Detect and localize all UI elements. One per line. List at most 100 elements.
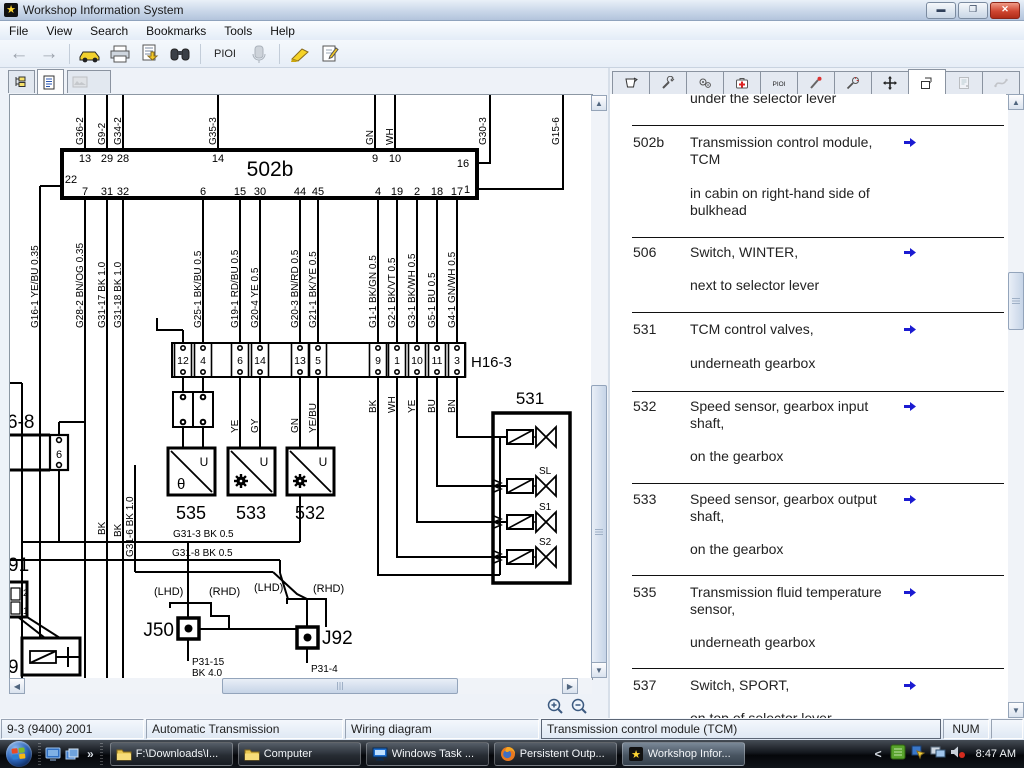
- task-button-workshop-information-system[interactable]: ★Workshop Infor...: [622, 742, 745, 766]
- menu-item-view[interactable]: View: [37, 23, 81, 39]
- tab-document-view[interactable]: [37, 69, 64, 94]
- tool-tab-test-lamp[interactable]: [797, 71, 835, 94]
- svg-text:★: ★: [631, 749, 641, 761]
- pioi-button[interactable]: PIOI: [208, 42, 242, 66]
- test-lamp-icon: [809, 76, 823, 90]
- wire-label: G34-2: [113, 117, 124, 145]
- gear-symbol: [293, 474, 307, 488]
- goto-diagram-arrow[interactable]: [904, 323, 917, 335]
- search-binoculars-icon: [170, 45, 190, 62]
- tool-tab-document-info[interactable]: [945, 71, 983, 94]
- component-number: 502b: [633, 134, 683, 150]
- vehicle-icon: [78, 45, 102, 63]
- u-symbol: U: [200, 455, 209, 469]
- wiring-diagram-viewport[interactable]: 502b H16-3 531 535 533 532 U U U θ SL S1…: [9, 94, 593, 680]
- tab-tree-view[interactable]: [8, 70, 35, 93]
- list-vertical-scrollbar[interactable]: ▲ ▼: [1008, 94, 1024, 718]
- network-icon[interactable]: [930, 744, 946, 760]
- restore-button[interactable]: ❐: [958, 2, 988, 19]
- wire-label: G3-1 BK/WH 0.5: [407, 253, 418, 328]
- scroll-thumb[interactable]: [591, 385, 607, 678]
- forward-button[interactable]: →: [36, 42, 62, 66]
- quick-launch-overflow[interactable]: »: [83, 747, 98, 761]
- scroll-up-button[interactable]: ▲: [591, 95, 607, 111]
- search-button[interactable]: [167, 42, 193, 66]
- task-button-folder[interactable]: Computer: [238, 742, 361, 766]
- wire-label: G20-4 YE 0.5: [250, 267, 261, 328]
- u-symbol: U: [260, 455, 269, 469]
- scroll-up-button[interactable]: ▲: [1008, 94, 1024, 110]
- component-list[interactable]: under the selector lever 502bTransmissio…: [610, 94, 1006, 718]
- scroll-thumb[interactable]: [222, 678, 458, 694]
- tool-tab-first-aid-kit[interactable]: [723, 71, 761, 94]
- wiring-diagram: 502b H16-3 531 535 533 532 U U U θ SL S1…: [10, 95, 591, 678]
- goto-diagram-arrow[interactable]: [904, 586, 917, 598]
- print-button[interactable]: [107, 42, 133, 66]
- connector-6-8-label: 6-8: [10, 412, 34, 433]
- blue-arrow-icon: [904, 680, 917, 692]
- goto-diagram-arrow[interactable]: [904, 493, 917, 505]
- clock[interactable]: 8:47 AM: [976, 748, 1016, 760]
- scroll-thumb[interactable]: [1008, 272, 1024, 330]
- diagram-vertical-scrollbar[interactable]: ▲ ▼: [591, 95, 607, 678]
- hidden-icons-chevron[interactable]: <: [871, 747, 886, 761]
- dictaphone-button[interactable]: [246, 42, 272, 66]
- scroll-left-button[interactable]: ◀: [9, 678, 25, 694]
- scroll-down-button[interactable]: ▼: [1008, 702, 1024, 718]
- task-button-task-manager[interactable]: Windows Task ...: [366, 742, 489, 766]
- menu-item-bookmarks[interactable]: Bookmarks: [137, 23, 215, 39]
- tool-tab-component-location[interactable]: [908, 69, 946, 96]
- connector-cell: 1: [394, 355, 400, 367]
- tool-tab-move[interactable]: [871, 71, 909, 94]
- connector-cell: 6: [237, 355, 243, 367]
- wire-label: YE/BU: [308, 403, 319, 433]
- gear-symbol: [234, 474, 248, 488]
- tool-tab-harness[interactable]: [982, 71, 1020, 94]
- bk-4-0-label: BK 4.0: [192, 668, 222, 678]
- module-pin: 2: [414, 186, 420, 198]
- quick-launch-show-desktop[interactable]: [43, 744, 63, 764]
- zoom-out-button[interactable]: [568, 696, 590, 716]
- application-green-icon[interactable]: [890, 744, 906, 760]
- menu-item-search[interactable]: Search: [81, 23, 137, 39]
- goto-diagram-arrow[interactable]: [904, 136, 917, 148]
- title-bar[interactable]: ★ Workshop Information System ▬ ❐ ✕: [0, 0, 1024, 21]
- tab-image-view[interactable]: [67, 70, 111, 93]
- blue-arrow-icon: [904, 587, 917, 599]
- task-button-firefox[interactable]: Persistent Outp...: [494, 742, 617, 766]
- highlight-button[interactable]: [287, 42, 313, 66]
- menu-item-tools[interactable]: Tools: [215, 23, 261, 39]
- component-location-icon: [920, 76, 934, 90]
- menu-item-file[interactable]: File: [0, 23, 37, 39]
- tool-tab-pioi[interactable]: PIOI: [760, 71, 798, 94]
- note-button[interactable]: [317, 42, 343, 66]
- tool-tab-gears[interactable]: [686, 71, 724, 94]
- minimize-button[interactable]: ▬: [926, 2, 956, 19]
- goto-diagram-arrow[interactable]: [904, 679, 917, 691]
- valve-sl-label: SL: [539, 466, 552, 477]
- row-separator: [632, 575, 1004, 576]
- goto-diagram-arrow[interactable]: [904, 400, 917, 412]
- application-color-icon[interactable]: [910, 744, 926, 760]
- scroll-down-button[interactable]: ▼: [591, 662, 607, 678]
- export-document-button[interactable]: [137, 42, 163, 66]
- zoom-in-button[interactable]: [544, 696, 566, 716]
- start-button[interactable]: [6, 741, 32, 767]
- tool-tab-tools[interactable]: [834, 71, 872, 94]
- task-button-folder[interactable]: F:\Downloads\I...: [110, 742, 233, 766]
- close-button[interactable]: ✕: [990, 2, 1020, 19]
- image-view-icon: [72, 75, 88, 89]
- lhd-label: (LHD): [254, 582, 283, 594]
- goto-diagram-arrow[interactable]: [904, 246, 917, 258]
- menu-item-help[interactable]: Help: [261, 23, 304, 39]
- quick-launch-switch-windows[interactable]: [63, 744, 83, 764]
- component-number: 532: [633, 398, 683, 414]
- volume-muted-icon[interactable]: [950, 744, 966, 760]
- back-button[interactable]: ←: [6, 42, 32, 66]
- diagram-horizontal-scrollbar[interactable]: ◀ ▶: [9, 678, 592, 694]
- tool-tab-paint-bucket[interactable]: [612, 71, 650, 94]
- scroll-right-button[interactable]: ▶: [562, 678, 578, 694]
- tool-tab-wrench[interactable]: [649, 71, 687, 94]
- vehicle-button[interactable]: [77, 42, 103, 66]
- lhd-label: (LHD): [154, 586, 183, 598]
